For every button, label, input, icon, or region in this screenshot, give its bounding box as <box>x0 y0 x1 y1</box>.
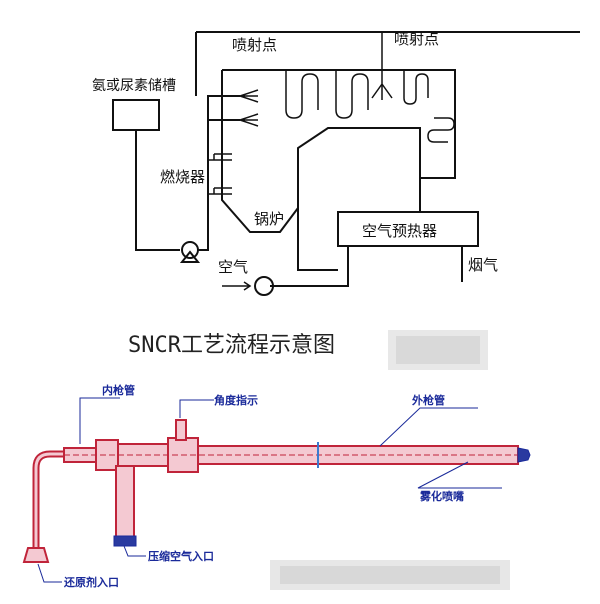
label-air-preheater: 空气预热器 <box>362 222 437 240</box>
leader-compressed-air <box>123 545 146 557</box>
air-preheater-box <box>337 211 479 247</box>
label-flue-gas: 烟气 <box>468 256 498 274</box>
label-injection-point-right: 喷射点 <box>394 30 439 48</box>
leader-outer-lance <box>379 407 478 447</box>
burners <box>208 153 232 195</box>
leader-angle-indicator <box>179 399 214 418</box>
air-inlet-arrow <box>222 281 252 291</box>
reagent-supply-line <box>195 68 240 251</box>
atomizing-nozzle <box>517 447 531 463</box>
reductant-inlet-tube-core <box>34 452 64 548</box>
leader-inner-lance <box>79 397 120 444</box>
angle-indicator <box>175 419 187 441</box>
pump <box>181 241 199 259</box>
lance-leaders <box>37 397 502 583</box>
bottom-blur <box>270 560 510 590</box>
preheater-duct <box>297 178 421 271</box>
air-fan <box>254 276 274 296</box>
label-inner-lance: 内枪管 <box>102 383 135 397</box>
storage-tank-box <box>112 99 160 131</box>
label-burner: 燃烧器 <box>160 168 205 186</box>
label-outer-lance: 外枪管 <box>411 393 445 407</box>
compressed-air-fitting <box>113 535 137 547</box>
label-boiler: 锅炉 <box>254 210 284 228</box>
duct-frame <box>195 31 580 68</box>
leader-reductant-inlet <box>37 563 62 583</box>
label-reductant-inlet: 还原剂入口 <box>63 575 119 589</box>
label-storage-tank: 氨或尿素储槽 <box>92 78 176 94</box>
left-injection-nozzles <box>239 89 259 127</box>
tank-feed-line <box>135 130 180 251</box>
diagram-caption: SNCR工艺流程示意图 <box>128 333 335 358</box>
lance-diagram <box>22 419 531 563</box>
label-injection-point-left: 喷射点 <box>232 36 277 54</box>
label-compressed-air-inlet: 压缩空气入口 <box>148 549 214 563</box>
compressed-air-branch <box>115 465 135 539</box>
right-injection-spray <box>371 32 393 100</box>
reductant-inlet-tube <box>32 450 64 548</box>
process-diagram <box>112 31 580 296</box>
label-air: 空气 <box>218 258 248 276</box>
pump-base <box>179 250 201 263</box>
convective-wall <box>328 127 421 178</box>
air-duct <box>270 246 349 287</box>
leader-nozzle <box>417 461 502 489</box>
caption-blur <box>388 330 488 370</box>
tee-body <box>117 443 169 467</box>
label-angle-indicator: 角度指示 <box>214 393 258 407</box>
reductant-inlet-fitting <box>22 547 50 563</box>
superheater-coils <box>285 70 455 143</box>
label-atomizing-nozzle: 雾化喷嘴 <box>419 489 464 503</box>
